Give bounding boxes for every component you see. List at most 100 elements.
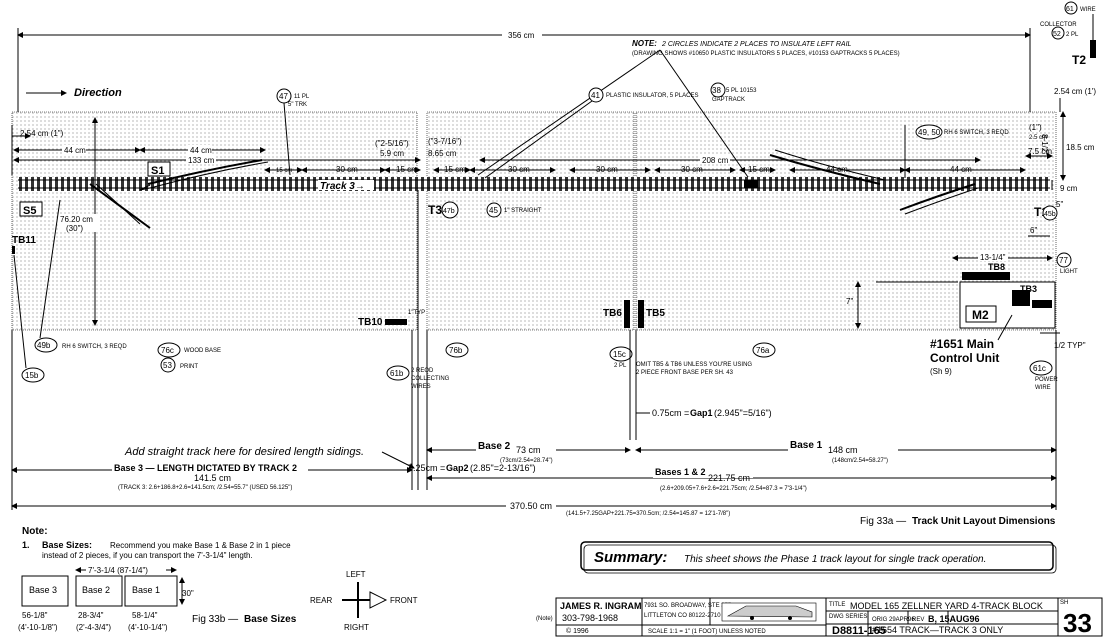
callout-4950 xyxy=(915,124,943,140)
dim-44c: 44 cm xyxy=(826,165,848,174)
callout-45 xyxy=(486,202,502,218)
note1-num: 1. xyxy=(22,540,30,550)
tb-copyright: © 1996 xyxy=(566,627,589,635)
dim-133: 133 cm xyxy=(188,156,215,165)
fig33a-title: Track Unit Layout Dimensions xyxy=(912,516,1056,527)
t2-terminal xyxy=(1090,40,1096,58)
callout-76a xyxy=(752,342,776,358)
dim-5in-r: 5" xyxy=(1056,200,1063,209)
fig33b-title: Base Sizes xyxy=(244,614,297,625)
callout-15c-note1: OMIT TB5 & TB6 UNLESS YOU'RE USING xyxy=(636,362,752,368)
callout-49b-label: 49b xyxy=(37,341,51,350)
s5-box xyxy=(19,201,43,217)
callout-76a-label: 76a xyxy=(756,346,770,355)
tb-sheet-label: SH xyxy=(1060,600,1068,606)
locomotive-logo-icon xyxy=(721,602,817,622)
base1-size: 58-1/4" xyxy=(132,611,158,620)
gap2-label: Gap2 xyxy=(446,463,469,473)
tb5-label: TB5 xyxy=(646,308,665,319)
dim-15b: 15 cm xyxy=(396,165,418,174)
gap-track xyxy=(744,180,758,188)
callout-15c xyxy=(609,346,633,362)
callout-61b-t1: 2 REQD xyxy=(411,368,434,374)
note1-bold: Base Sizes: xyxy=(42,540,92,550)
dim-half-typ: 1/2 TYP" xyxy=(1054,341,1086,350)
tb10-label: TB10 xyxy=(358,317,383,328)
base2-size: 28-3/4" xyxy=(78,611,104,620)
dim-9cm: 9 cm xyxy=(1060,184,1078,193)
compass-left: LEFT xyxy=(346,570,366,579)
compass-front: FRONT xyxy=(390,596,418,605)
dim-59: 5.9 cm xyxy=(380,149,404,158)
main-unit-label-2: Control Unit xyxy=(930,351,999,365)
dim-208: 208 cm xyxy=(702,156,729,165)
callout-76c xyxy=(157,342,181,358)
callout-76c-label: 76c xyxy=(161,346,174,355)
dim-44a: 44 cm xyxy=(64,146,86,155)
main-unit-label-3: (Sh 9) xyxy=(930,367,952,376)
bases-height: 30" xyxy=(182,589,194,598)
dim-30d: 30 cm xyxy=(681,165,703,174)
callout-77-label: 77 xyxy=(1059,256,1068,265)
tb-rev-label: REV xyxy=(912,617,924,623)
callout-15c-note2: 2 PIECE FRONT BASE PER SH. 43 xyxy=(636,370,734,376)
base3-size-box xyxy=(21,575,69,607)
base2-label: Base 2 xyxy=(478,441,511,452)
dim-7in: 7" xyxy=(846,297,853,306)
summary-text: This sheet shows the Phase 1 track layou… xyxy=(684,554,986,565)
callout-41-text: PLASTIC INSULATOR, 5 PLACES xyxy=(606,93,698,99)
dim-254b: 2.54 cm (1') xyxy=(1054,87,1096,96)
note-head: NOTE: xyxy=(632,39,657,48)
wire-label: WIRE xyxy=(1080,7,1096,13)
callout-49b xyxy=(34,337,58,353)
callout-38 xyxy=(710,82,726,98)
s5-label: S5 xyxy=(23,205,36,217)
tb6-label: TB6 xyxy=(603,308,622,319)
callout-49b-text: RH 6 SWITCH, 3 REQD xyxy=(62,344,127,350)
dim-254: 2.54 cm (1") xyxy=(20,129,64,138)
base2-value: 73 cm xyxy=(516,445,541,455)
tb-orig: ORIG 29APR96 xyxy=(872,617,915,623)
tb-rev: B, 15AUG96 xyxy=(928,614,980,624)
callout-52-label: 52 xyxy=(1053,31,1061,38)
collector-label: COLLECTOR xyxy=(1040,22,1077,28)
tb3-label: TB3 xyxy=(1020,284,1037,294)
callout-47-t2: 5" TRK xyxy=(288,102,307,108)
dim-1typ: 1"TYP xyxy=(408,310,425,316)
dim-2516: ("2-5/16") xyxy=(375,139,409,148)
callout-45-label: 45 xyxy=(489,206,498,215)
dim-812: 8-1/2" xyxy=(1040,134,1049,155)
callout-76b-label: 76b xyxy=(449,346,463,355)
note-text: 2 CIRCLES INDICATE 2 PLACES TO INSULATE … xyxy=(661,41,852,48)
dim-1314: 13-1/4" xyxy=(980,253,1006,262)
base1-sub: (148cm/2.54=58.27") xyxy=(832,458,888,464)
callout-61c xyxy=(1029,360,1053,376)
tb-phone: 303-798-1968 xyxy=(562,613,618,623)
bases12-sub: (2.6+209.05+7.6+2.6=221.75cm; /2.54=87.3… xyxy=(660,486,807,492)
add-track-note: Add straight track here for desired leng… xyxy=(124,446,364,458)
callout-61b-t2: COLLECTING xyxy=(411,376,450,382)
tb-dwg: D8811-165 xyxy=(832,625,886,637)
pl-label: 2 PL xyxy=(1066,32,1079,38)
dim-15c: 15 cm xyxy=(444,165,466,174)
tb10-block xyxy=(385,319,407,325)
tb-title-label: TITLE xyxy=(829,602,845,608)
base1-label: Base 1 xyxy=(790,440,823,451)
callout-61-top xyxy=(1064,1,1078,15)
switch-right-lower xyxy=(899,183,976,211)
callout-4950-text: RH 6 SWITCH, 3 REQD xyxy=(944,130,1009,136)
callout-47-label: 47 xyxy=(279,92,288,101)
callout-15b xyxy=(21,367,45,383)
base1-size-label: Base 1 xyxy=(132,585,160,595)
main-unit-label-1: #1651 Main xyxy=(930,337,994,351)
callout-53-label: 53 xyxy=(163,361,172,370)
tb6-block xyxy=(624,300,630,328)
gap1-value: (2.945"=5/16") xyxy=(714,408,772,418)
callout-76c-text: WOOD BASE xyxy=(184,348,221,354)
callout-45b xyxy=(1042,205,1058,221)
base3-value: 141.5 cm xyxy=(194,473,231,483)
tb8-block xyxy=(962,272,1010,280)
dim-25cm: 2.5 cm xyxy=(1029,135,1047,141)
total-width: 370.50 cm xyxy=(510,501,552,511)
base1-value: 148 cm xyxy=(828,445,858,455)
